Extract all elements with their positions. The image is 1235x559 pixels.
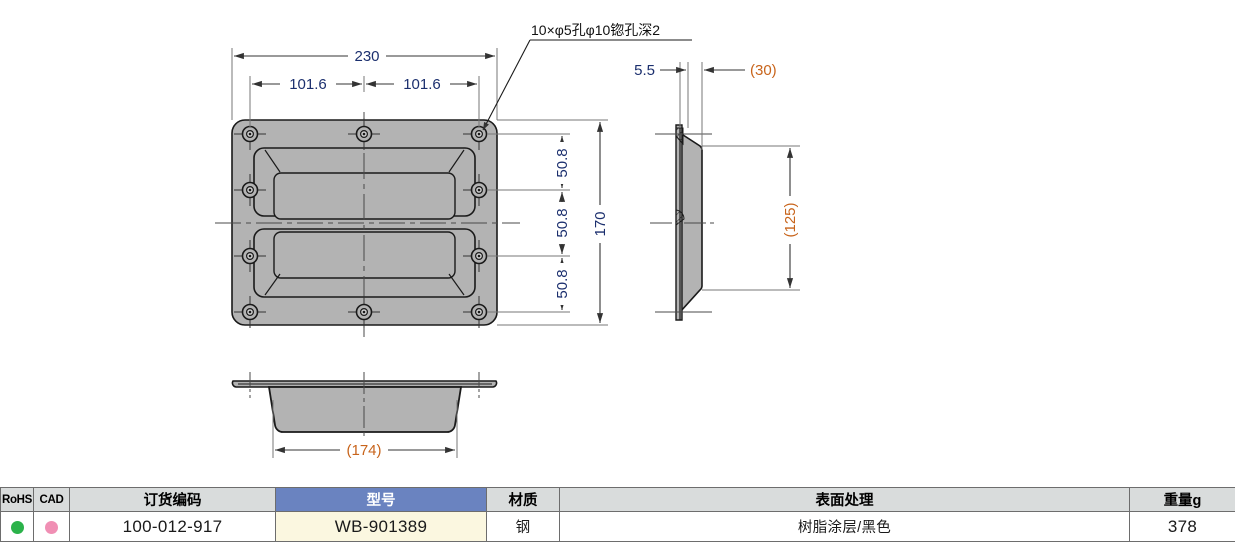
dim-vertical-pitch-1: 50.8 xyxy=(554,148,571,177)
dim-overall-width: 230 xyxy=(354,48,379,65)
dim-hole-pitch-right: 101.6 xyxy=(403,76,441,93)
cell-surface-finish: 树脂涂层/黑色 xyxy=(559,511,1130,542)
dim-overall-height: 170 xyxy=(592,211,609,236)
table-header-row: RoHS CAD 订货编码 型号 材质 表面处理 重量g xyxy=(0,487,1235,512)
column-header-cad: CAD xyxy=(33,487,70,512)
column-header-weight: 重量g xyxy=(1129,487,1235,512)
front-view: 230 101.6 101.6 170 50. xyxy=(215,22,692,337)
cad-status-dot xyxy=(45,520,58,534)
cell-model: WB-901389 xyxy=(275,511,487,542)
hole-spec-note: 10×φ5孔φ10锪孔深2 xyxy=(531,22,660,38)
column-header-model: 型号 xyxy=(275,487,487,512)
dim-inner-height: (125) xyxy=(782,202,799,237)
rohs-status-dot xyxy=(10,520,24,534)
technical-drawing-area: 230 101.6 101.6 170 50. xyxy=(215,22,800,459)
bottom-view: (174) xyxy=(231,372,498,459)
cell-order-code: 100-012-917 xyxy=(69,511,276,542)
dim-flange-thickness: 5.5 xyxy=(634,62,655,79)
column-header-order-code: 订货编码 xyxy=(69,487,276,512)
cell-cad xyxy=(33,511,70,542)
side-view: 5.5 (30) (125) xyxy=(634,62,800,321)
column-header-rohs: RoHS xyxy=(0,487,34,512)
dim-vertical-pitch-3: 50.8 xyxy=(554,269,571,298)
cell-weight: 378 xyxy=(1129,511,1235,542)
table-row[interactable]: 100-012-917 WB-901389 钢 树脂涂层/黑色 378 xyxy=(0,511,1235,542)
dim-side-depth: (30) xyxy=(750,62,777,79)
dim-pocket-width: (174) xyxy=(346,442,381,459)
column-header-surface-finish: 表面处理 xyxy=(559,487,1130,512)
dim-vertical-pitch-2: 50.8 xyxy=(554,208,571,237)
column-header-material: 材质 xyxy=(486,487,560,512)
cell-rohs xyxy=(0,511,34,542)
dim-hole-pitch-left: 101.6 xyxy=(289,76,327,93)
cell-material: 钢 xyxy=(486,511,560,542)
product-spec-table: RoHS CAD 订货编码 型号 材质 表面处理 重量g 100-012-917… xyxy=(0,487,1235,542)
